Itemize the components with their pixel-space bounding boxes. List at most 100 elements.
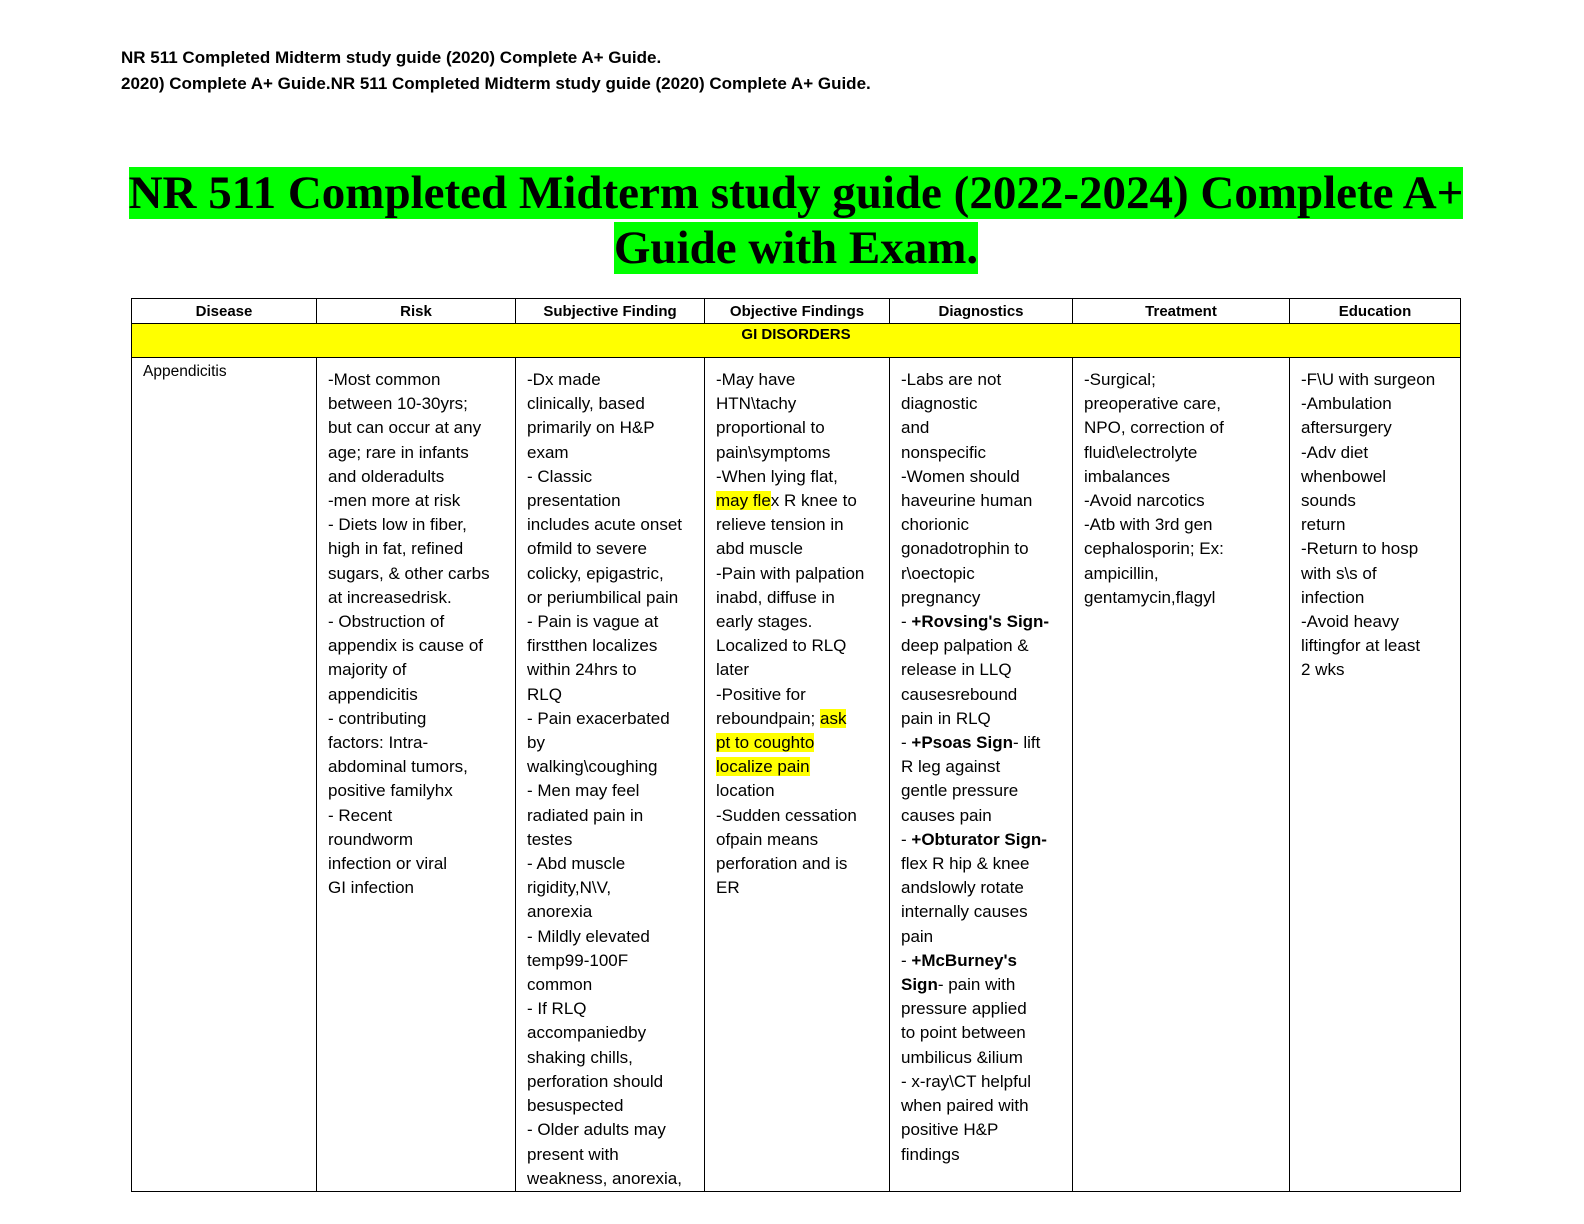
cell-line: - +Psoas Sign- lift [901,731,1062,755]
cell-line: fluid\electrolyte [1084,442,1198,462]
cell-line: Sign- pain with [901,973,1062,997]
cell-line: umbilicus &ilium [901,1047,1023,1067]
cell-line: -Ambulation [1301,394,1392,414]
cell-line: includes acute onset [527,515,682,535]
cell-line: present with [527,1144,619,1164]
cell-line: return [1301,515,1346,535]
cell-line: or periumbilical pain [527,587,679,607]
cell-line: ofmild to severe [527,539,647,559]
cell-line: HTN\tachy [716,394,797,414]
cell-line: - Obstruction of [328,612,445,632]
bold-text: +Obturator Sign- [911,829,1047,849]
highlighted-text: may fle [716,491,771,511]
col-treatment: Treatment [1072,298,1290,324]
text-segment: - [901,733,912,753]
highlighted-text: localize pain [716,757,810,777]
cell-line: pregnancy [901,587,981,607]
cell-line: - Abd muscle [527,854,626,874]
cell-line: - Recent [328,805,393,825]
col-education: Education [1289,298,1461,324]
running-header-second-line: 2020) Complete A+ Guide.NR 511 Completed… [121,74,871,93]
cell-line: - If RLQ [527,999,587,1019]
cell-line: haveurine human [901,491,1033,511]
cell-line: firstthen localizes [527,636,658,656]
cell-line: majority of [328,660,407,680]
cell-line: exam [527,442,569,462]
cell-line: diagnostic [901,394,978,414]
cell-line: - Pain is vague at [527,612,659,632]
cell-line: - Classic [527,466,593,486]
bold-text: +McBurney's [911,950,1018,970]
cell-line: deep palpation & [901,636,1029,656]
cell-line: gentamycin,flagyl [1084,587,1216,607]
cell-line: perforation and is [716,854,848,874]
cell-line: - Diets low in fiber, [328,515,467,535]
cell-line: nonspecific [901,442,987,462]
cell-line: high in fat, refined [328,539,464,559]
cell-line: pain [901,926,934,946]
cell-line: - Men may feel [527,781,640,801]
cell-line: -Dx made [527,370,601,389]
cell-line: accompaniedby [527,1023,647,1043]
cell-line: location [716,781,775,801]
cell-line: infection [1301,587,1365,607]
cell-line: later [716,660,750,680]
cell-line: causesrebound [901,684,1018,704]
cell-line: besuspected [527,1096,624,1116]
cell-line: -Women should [901,466,1020,486]
cell-line: anorexia [527,902,593,922]
document-title: NR 511 Completed Midterm study guide (20… [121,166,1471,276]
highlighted-text: ask [819,708,847,728]
cell-line: positive H&P [901,1120,999,1140]
cell-line: -Most common [328,370,441,389]
cell-line: may flex R knee to [716,489,879,513]
cell-line: primarily on H&P [527,418,655,438]
col-diagnostics: Diagnostics [889,298,1073,324]
cell-line: findings [901,1144,960,1164]
cell-line: - x-ray\CT helpful [901,1071,1032,1091]
cell-line: abd muscle [716,539,803,559]
cell-line: NPO, correction of [1084,418,1224,438]
cell-line: pain\symptoms [716,442,831,462]
cell-line: abdominal tumors, [328,757,468,777]
cell-line: but can occur at any [328,418,482,438]
cell-line: presentation [527,491,621,511]
cell-line: -F\U with surgeon [1301,370,1436,389]
cell-line: appendicitis [328,684,418,704]
cell-treatment: -Surgical;preoperative care,NPO, correct… [1072,357,1290,1192]
running-header: NR 511 Completed Midterm study guide (20… [121,48,662,67]
text-segment: - pain with [937,975,1016,995]
cell-line: -Pain with palpation [716,563,865,583]
cell-line: internally causes [901,902,1028,922]
cell-line: and [901,418,930,438]
cell-line: localize pain [716,755,879,779]
cell-line: GI infection [328,878,414,898]
header-row: Disease Risk Subjective Finding Objectiv… [131,298,1461,324]
col-disease: Disease [131,298,317,324]
cell-line: Localized to RLQ [716,636,847,656]
title-line-1: NR 511 Completed Midterm study guide (20… [128,167,1464,219]
cell-line: between 10-30yrs; [328,394,468,414]
cell-line: factors: Intra- [328,733,429,753]
cell-line: inabd, diffuse in [716,587,835,607]
cell-line: pressure applied [901,999,1027,1019]
section-row: GI DISORDERS [131,323,1461,358]
cell-line: infection or viral [328,854,448,874]
cell-line: ofpain means [716,829,819,849]
cell-line: - +Obturator Sign- [901,828,1062,852]
highlighted-text: pt to coughto [716,733,815,753]
cell-line: 2 wks [1301,660,1345,680]
cell-line: aftersurgery [1301,418,1392,438]
cell-line: by [527,733,545,753]
cell-line: R leg against [901,757,1001,777]
cell-line: -Avoid heavy [1301,612,1399,632]
cell-line: -May have [716,370,796,389]
cell-line: pt to coughto [716,731,879,755]
cell-line: - Pain exacerbated [527,708,670,728]
text-segment: - [901,829,912,849]
cell-line: sounds [1301,491,1356,511]
cell-line: pain in RLQ [901,708,991,728]
